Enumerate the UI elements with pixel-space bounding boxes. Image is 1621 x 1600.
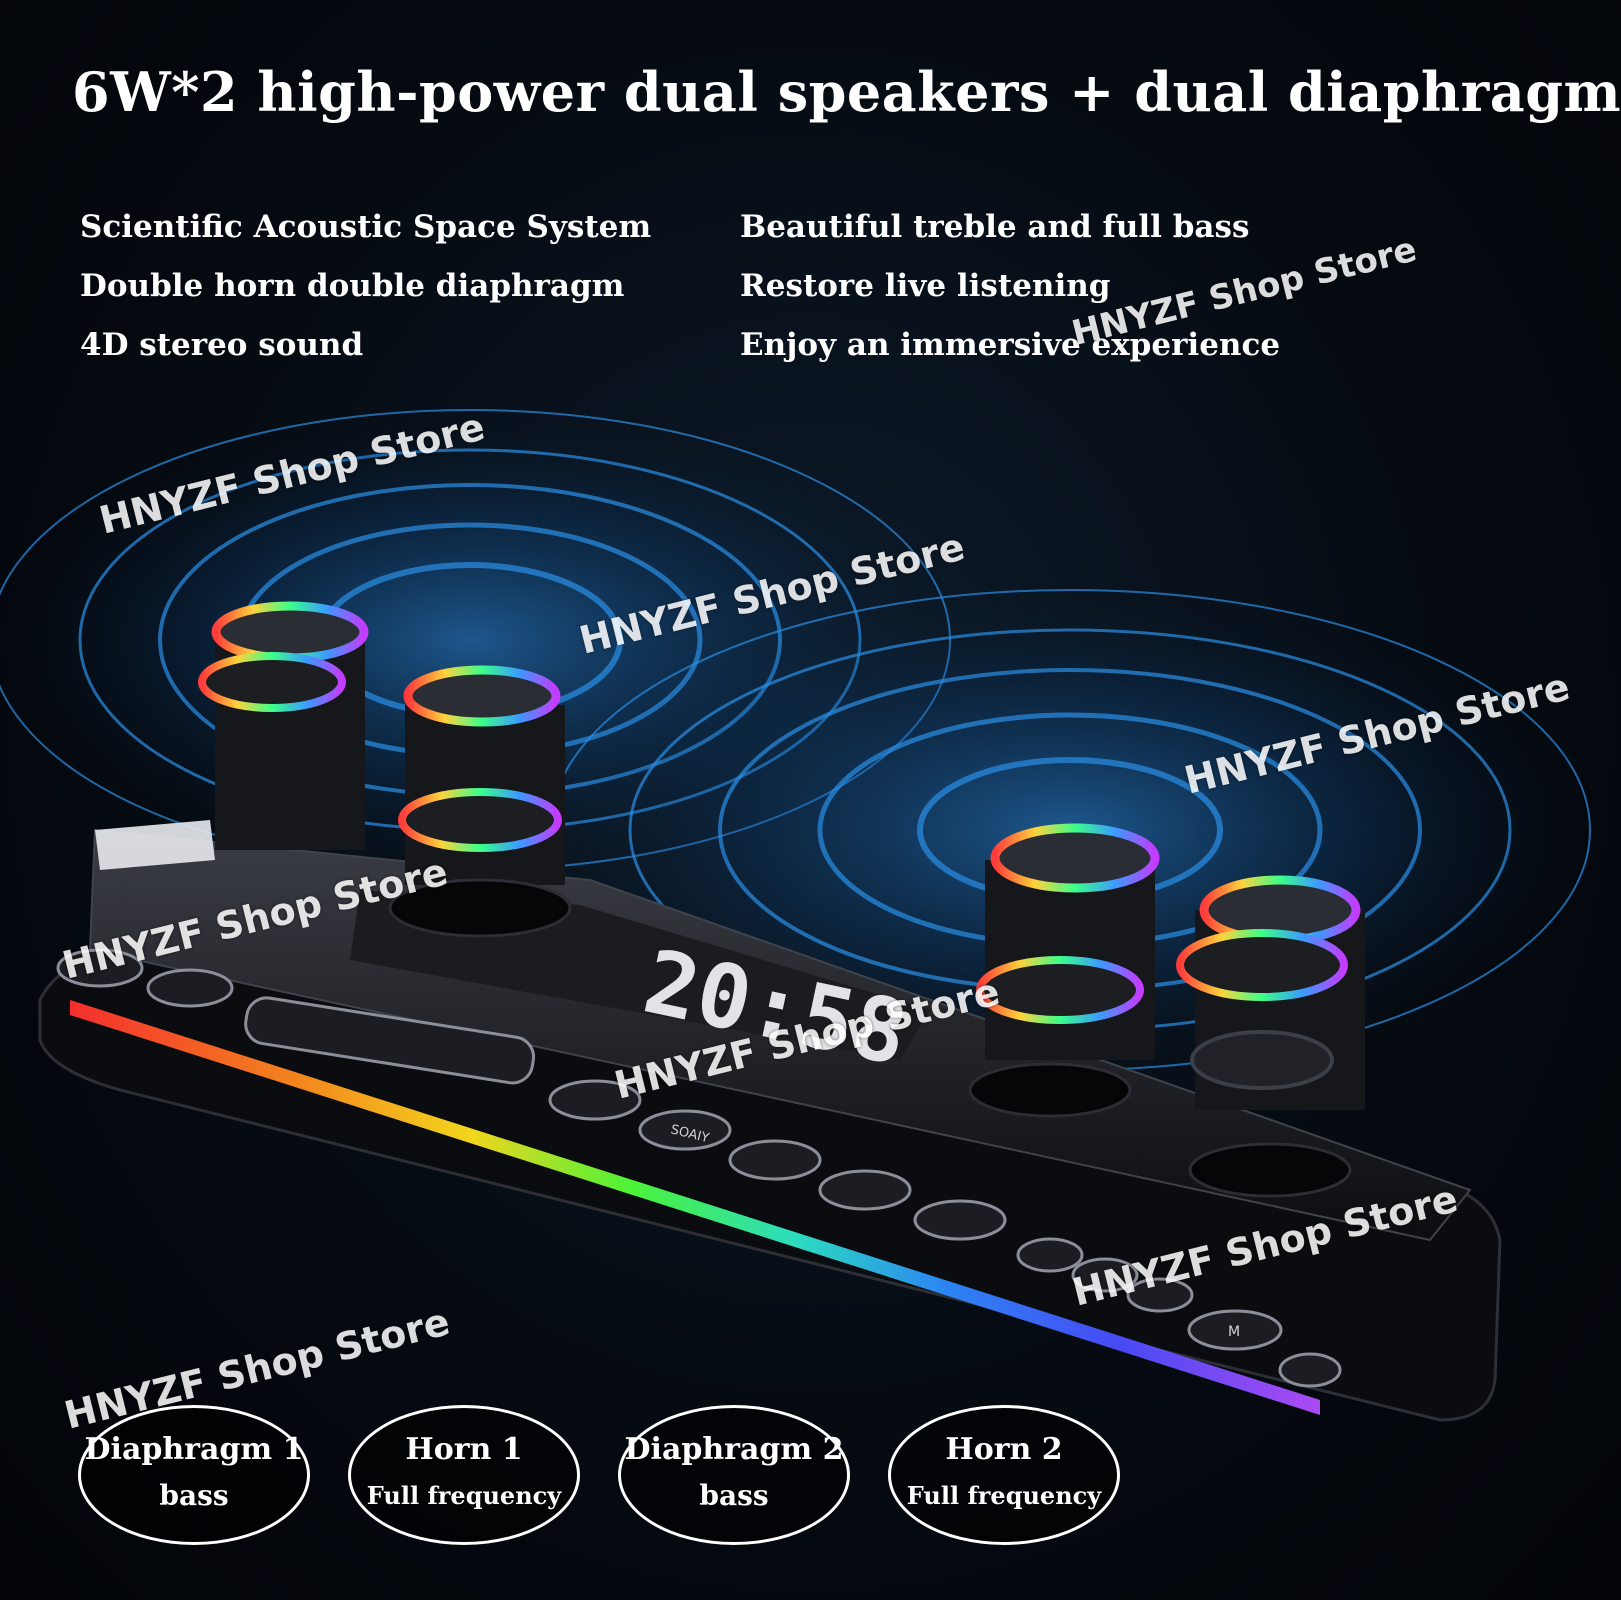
component-role: bass <box>159 1479 229 1512</box>
component-role: Full frequency <box>366 1481 562 1510</box>
feature-list-right: Beautiful treble and full bass Restore l… <box>740 198 1280 375</box>
component-name: Horn 2 <box>945 1432 1063 1467</box>
component-role: Full frequency <box>906 1481 1102 1510</box>
component-name: Diaphragm 1 <box>84 1432 304 1467</box>
feature-item: Enjoy an immersive experience <box>740 327 1281 363</box>
feature-item: Restore live listening <box>740 268 1111 304</box>
feature-item: Scientific Acoustic Space System <box>80 209 652 245</box>
component-name: Horn 1 <box>405 1432 523 1467</box>
speaker-drivers <box>198 601 1365 1198</box>
feature-list-left: Scientific Acoustic Space System Double … <box>80 198 651 375</box>
component-label-horn-2: Horn 2 Full frequency <box>888 1405 1120 1545</box>
component-label-horn-1: Horn 1 Full frequency <box>348 1405 580 1545</box>
feature-item: 4D stereo sound <box>80 327 364 363</box>
feature-item: Beautiful treble and full bass <box>740 209 1250 245</box>
component-name: Diaphragm 2 <box>624 1432 844 1467</box>
key-label-m: M <box>1228 1324 1240 1340</box>
page-title: 6W*2 high-power dual speakers + dual dia… <box>72 60 1621 124</box>
control-keys <box>56 948 1342 1388</box>
component-label-diaphragm-2: Diaphragm 2 bass <box>618 1405 850 1545</box>
feature-item: Double horn double diaphragm <box>80 268 625 304</box>
component-label-diaphragm-1: Diaphragm 1 bass <box>78 1405 310 1545</box>
component-role: bass <box>699 1479 769 1512</box>
